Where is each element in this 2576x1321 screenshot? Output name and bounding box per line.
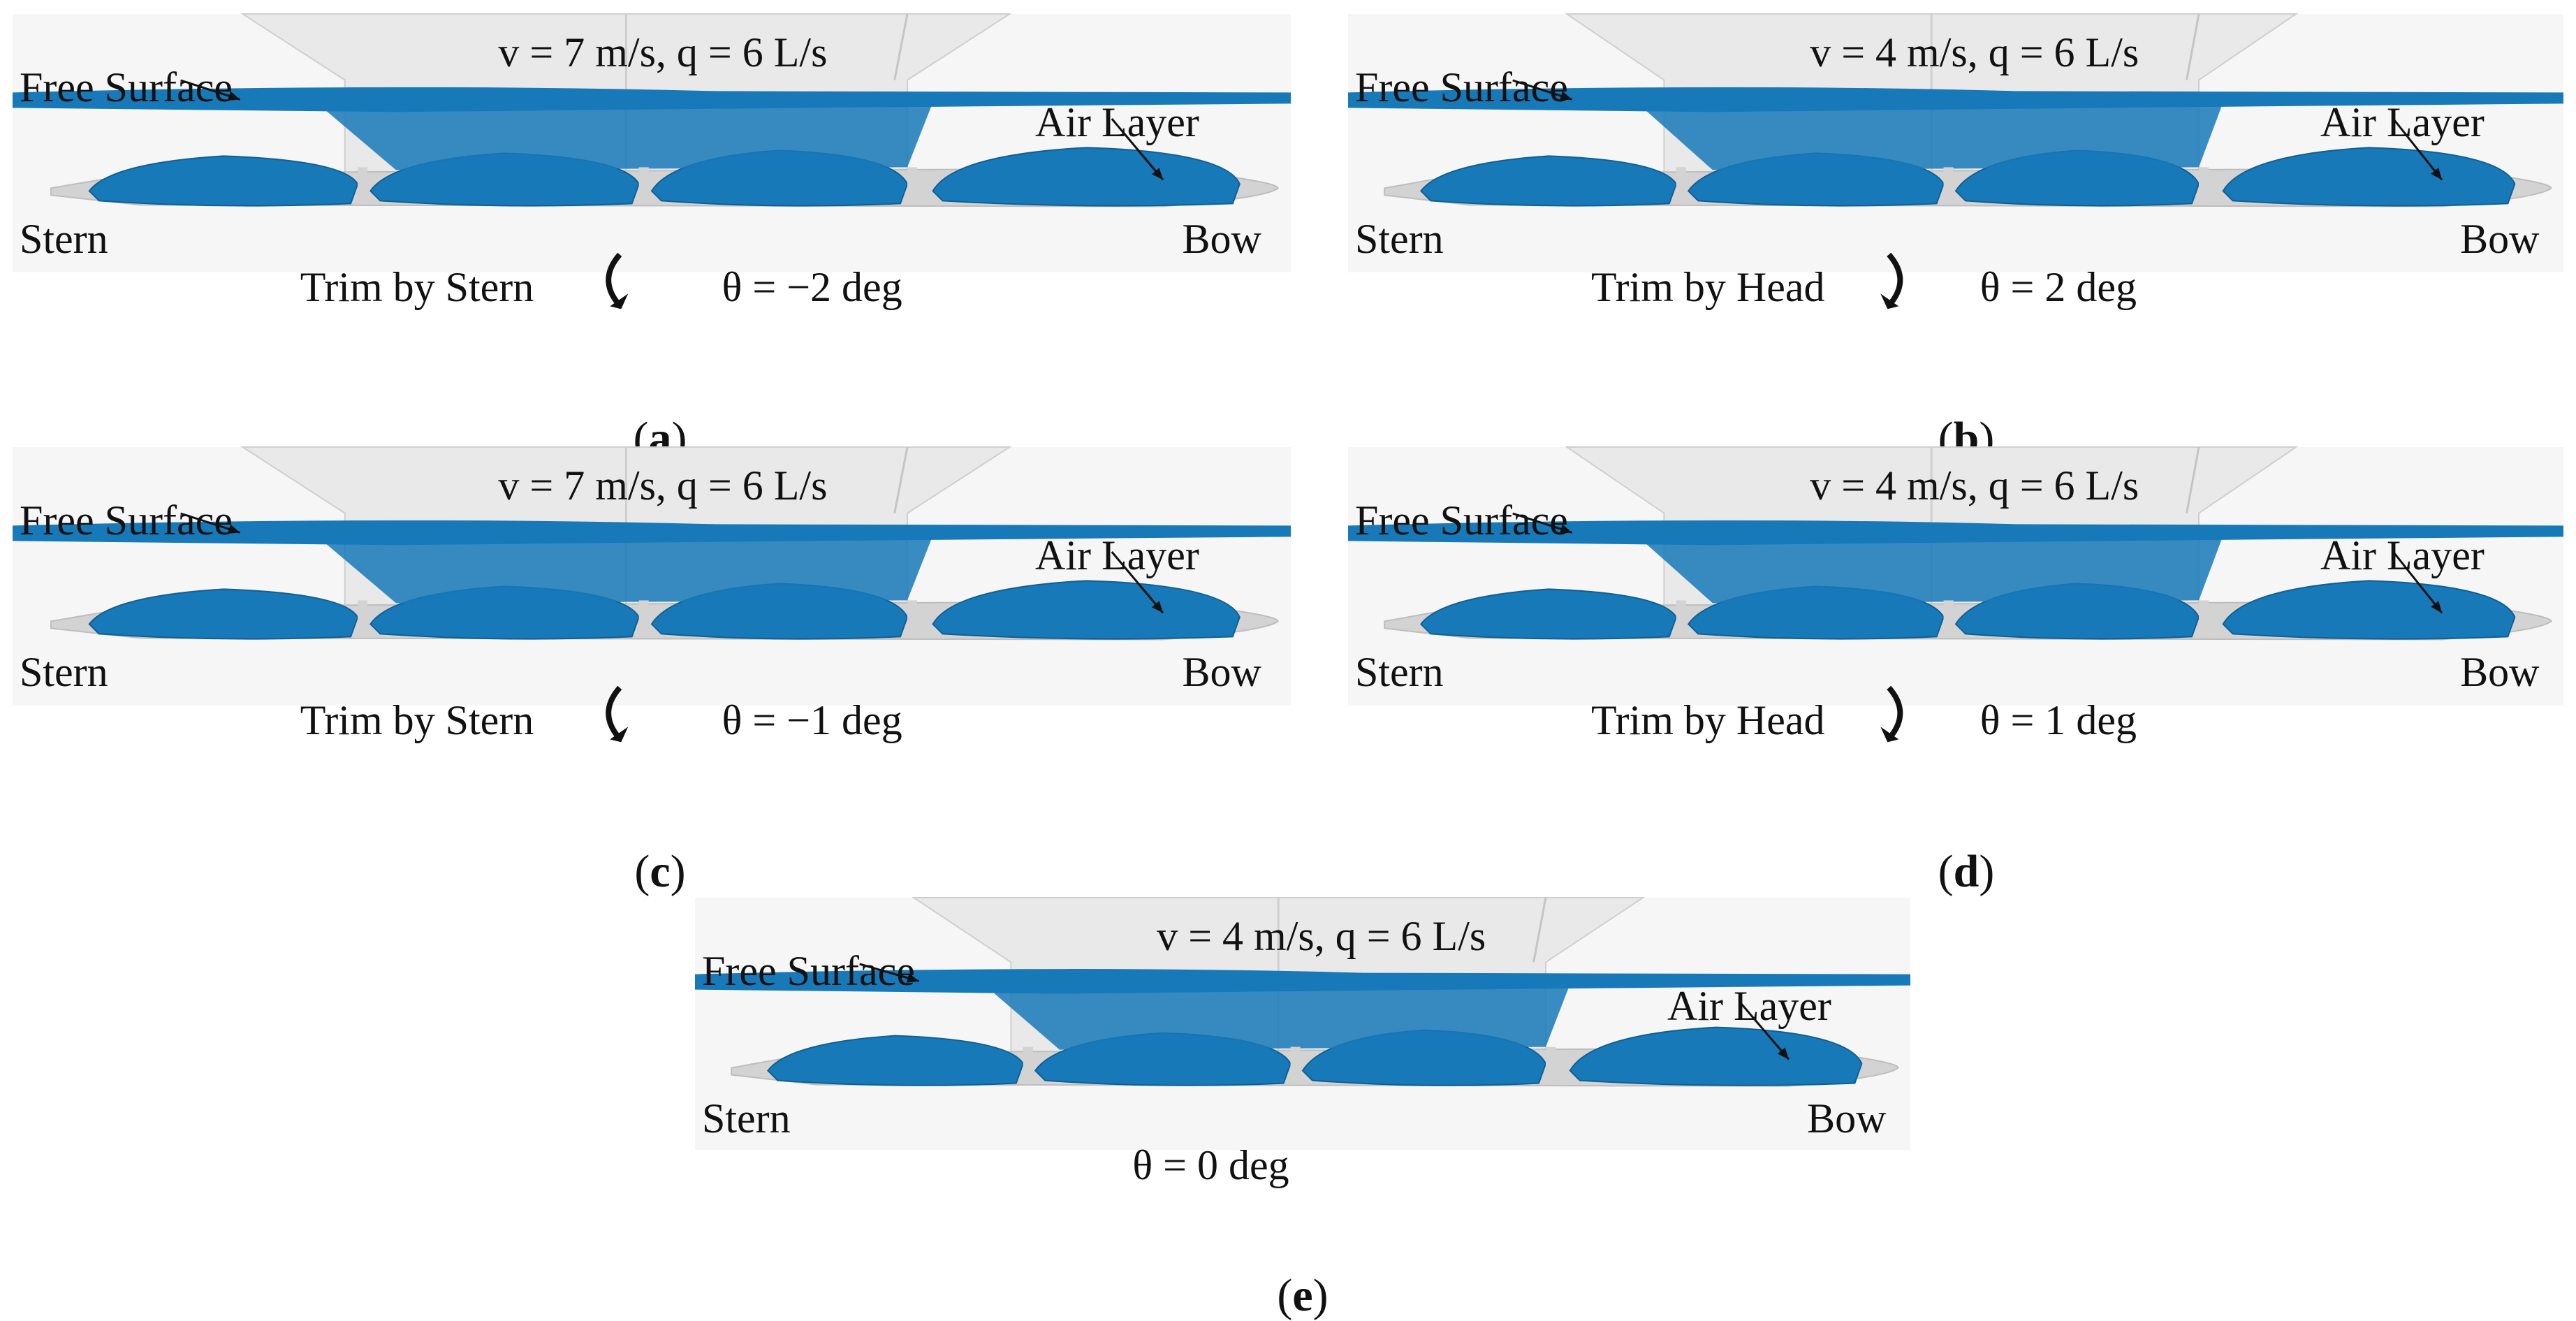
panel-caption-e: (e) [1277,1270,1329,1321]
air-layer-segment [932,580,1241,640]
air-layer-segment [1420,588,1677,640]
air-layer-label: Air Layer [1667,983,1831,1029]
air-layer-label: Air Layer [1035,532,1199,578]
bow-label: Bow [1182,649,1261,696]
air-layer-segment [2222,147,2516,207]
simulation-render-c [13,446,1291,743]
condition-label: v = 4 m/s, q = 6 L/s [1157,913,1486,959]
air-layer-sheet [1639,102,2223,170]
air-layer-segment [932,147,1241,207]
theta-label: θ = 0 deg [1132,1141,1289,1188]
bow-label: Bow [1182,216,1261,263]
stern-label: Stern [20,216,108,263]
air-layer-segment [767,1035,1024,1086]
free-surface-label: Free Surface [20,64,233,110]
stern-label: Stern [20,649,108,696]
simulation-render-e [695,897,1910,1151]
trim-label: Trim by Head [1591,264,1825,311]
rotate-ccw-arrow-icon [606,685,629,743]
simulation-render-a [13,13,1291,309]
panel-caption-c: (c) [634,846,686,897]
theta-label: θ = 2 deg [1979,264,2137,311]
bow-label: Bow [1807,1095,1887,1141]
air-layer-segment [2222,580,2516,640]
air-layer-sheet [319,102,933,170]
panel-caption-d: (d) [1938,846,1995,897]
stern-label: Stern [1355,649,1444,696]
trim-label: Trim by Head [1591,697,1825,744]
condition-label: v = 4 m/s, q = 6 L/s [1810,462,2139,509]
theta-label: θ = −1 deg [722,697,902,744]
simulation-render-b [1348,13,2563,309]
free-surface-label: Free Surface [702,948,915,994]
caption-letter: e [1292,1270,1313,1321]
condition-label: v = 4 m/s, q = 6 L/s [1810,29,2139,75]
free-surface-label: Free Surface [20,497,233,543]
caption-letter: d [1953,846,1979,897]
rotate-cw-arrow-icon [1880,252,1903,309]
rotate-ccw-arrow-icon [606,252,629,309]
rotate-cw-arrow-icon [1880,685,1903,743]
free-surface-label: Free Surface [1355,497,1568,543]
theta-label: θ = −2 deg [722,264,902,311]
air-layer-label: Air Layer [2320,99,2484,145]
stern-label: Stern [1355,216,1444,263]
theta-label: θ = 1 deg [1979,697,2137,744]
trim-label: Trim by Stern [300,264,534,311]
air-layer-label: Air Layer [2320,532,2484,578]
air-layer-label: Air Layer [1035,99,1199,145]
condition-label: v = 7 m/s, q = 6 L/s [498,462,828,509]
air-layer-sheet [986,984,1570,1050]
free-surface-label: Free Surface [1355,64,1568,110]
air-layer-sheet [319,535,933,604]
air-layer-sheet [1639,535,2223,604]
simulation-render-d [1348,446,2563,743]
condition-label: v = 7 m/s, q = 6 L/s [498,29,828,75]
stern-label: Stern [702,1095,791,1141]
air-layer-segment [88,155,359,207]
caption-letter: c [650,846,671,897]
trim-label: Trim by Stern [300,697,534,744]
bow-label: Bow [2460,216,2540,263]
air-layer-segment [1420,155,1677,207]
air-layer-segment [88,588,359,640]
air-layer-segment [1569,1026,1863,1086]
bow-label: Bow [2460,649,2540,696]
